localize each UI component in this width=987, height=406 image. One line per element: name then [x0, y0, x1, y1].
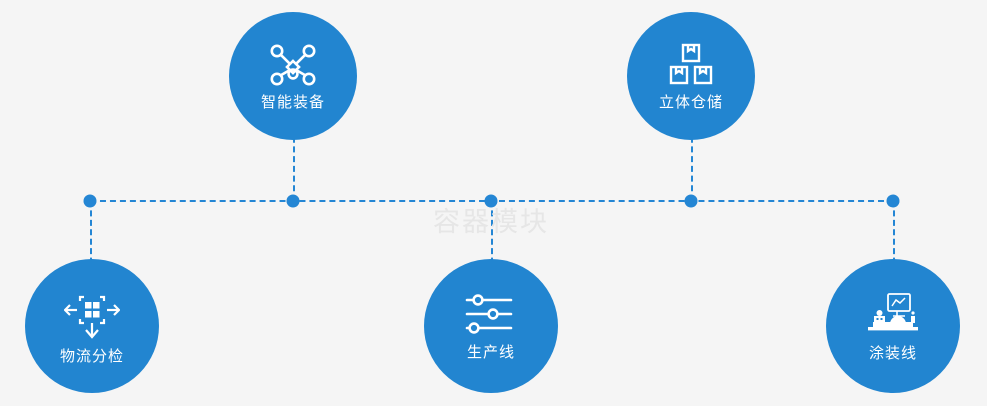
watermark-text: 容器模块 — [433, 207, 549, 238]
factory-monitor-icon — [864, 292, 922, 336]
sorting-arrows-icon — [64, 289, 120, 339]
node-warehouse[interactable]: 立体仓储 — [627, 12, 755, 140]
connector-to-warehouse — [691, 127, 693, 201]
network-nodes-icon — [269, 43, 317, 87]
node-label: 立体仓储 — [658, 92, 723, 111]
stacked-boxes-icon — [668, 43, 714, 87]
node-smart-equipment[interactable]: 智能装备 — [229, 12, 357, 140]
connector-to-sorting — [90, 201, 92, 273]
node-production[interactable]: 生产线 — [424, 259, 558, 393]
node-label: 涂装线 — [868, 343, 917, 362]
junction-dot-production — [484, 194, 498, 208]
node-label: 生产线 — [466, 342, 515, 361]
connector-to-production — [491, 201, 493, 273]
junction-dot-warehouse — [684, 194, 698, 208]
node-painting[interactable]: 涂装线 — [826, 259, 960, 393]
sliders-icon — [465, 293, 517, 335]
node-label: 智能装备 — [260, 92, 325, 111]
node-label: 物流分检 — [59, 346, 124, 365]
connector-to-smart-equipment — [293, 127, 295, 201]
node-sorting[interactable]: 物流分检 — [25, 259, 159, 393]
connector-to-painting — [893, 201, 895, 273]
junction-dot-sorting — [83, 194, 97, 208]
junction-dot-painting — [886, 194, 900, 208]
junction-dot-smart-equipment — [286, 194, 300, 208]
